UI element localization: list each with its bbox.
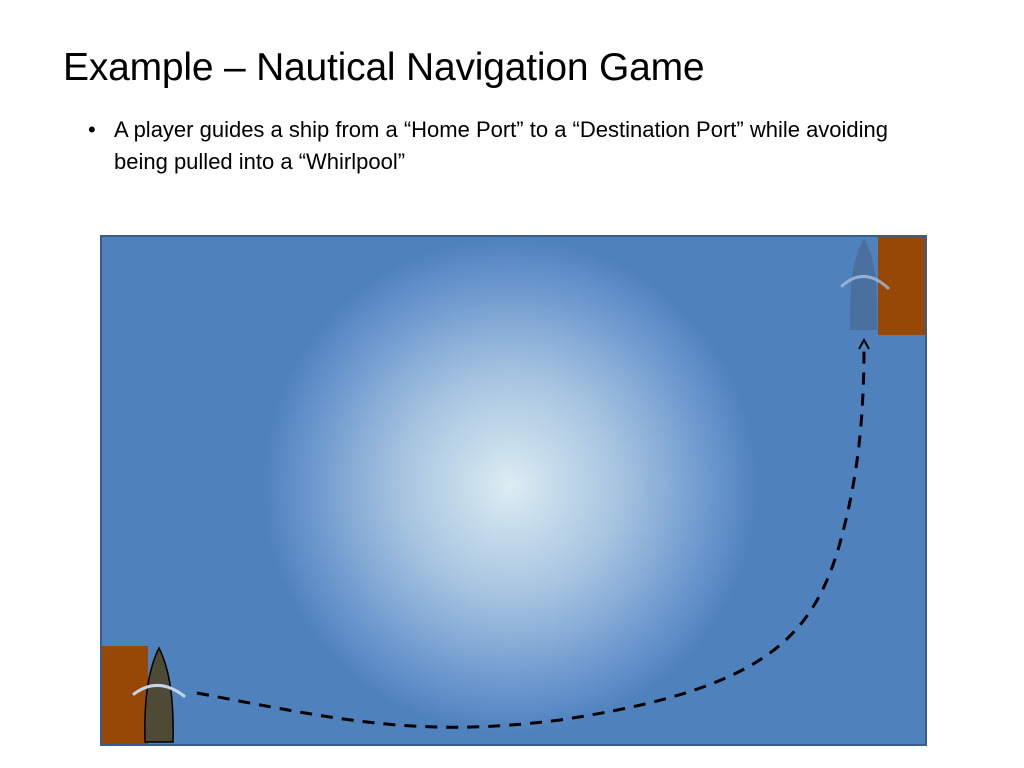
bullet-marker: • — [88, 117, 96, 142]
home-port — [102, 646, 148, 744]
route-arrow — [196, 344, 864, 729]
bullet-item: • A player guides a ship from a “Home Po… — [88, 114, 908, 178]
slide-title: Example – Nautical Navigation Game — [63, 46, 705, 89]
player-ship-icon — [132, 646, 186, 743]
ghost-ship-icon — [840, 238, 890, 330]
bullet-list: • A player guides a ship from a “Home Po… — [88, 114, 908, 178]
whirlpool — [262, 238, 758, 734]
bullet-text: A player guides a ship from a “Home Port… — [114, 117, 889, 174]
